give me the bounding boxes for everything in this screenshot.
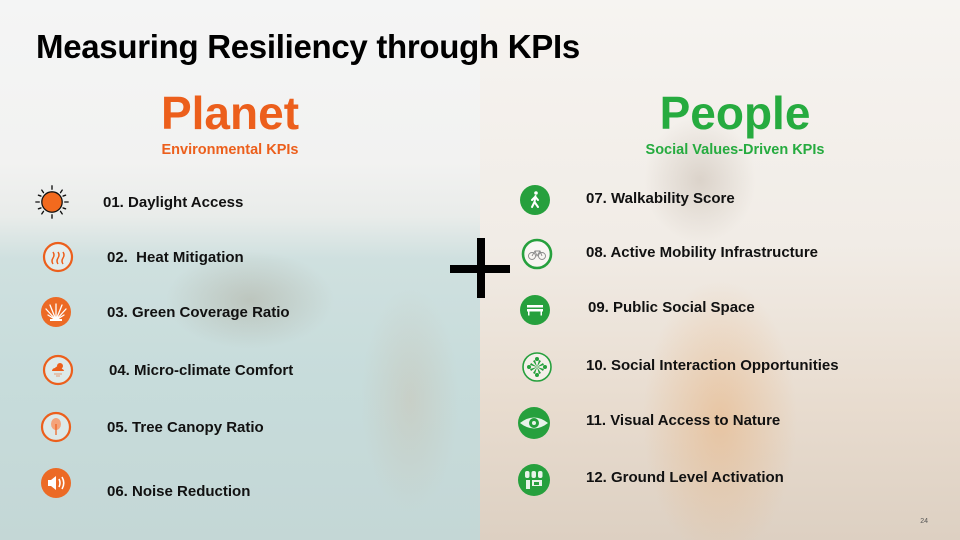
background-image-woman: [480, 0, 960, 540]
speaker-icon: [39, 466, 73, 500]
bicycle-icon: [520, 237, 554, 271]
kpi-label: 02. Heat Mitigation: [107, 248, 244, 266]
kpi-item-public-social-space: 09. Public Social Space: [518, 293, 755, 327]
kpi-item-social-interaction: 10. Social Interaction Opportunities: [520, 350, 839, 384]
kpi-item-tree-canopy: 05. Tree Canopy Ratio: [39, 410, 264, 444]
pedestrian-icon: [518, 183, 552, 217]
kpi-item-green-coverage: 03. Green Coverage Ratio: [39, 295, 290, 329]
planet-heading-block: Planet Environmental KPIs: [130, 88, 330, 158]
bench-icon: [518, 293, 552, 327]
heat-waves-icon: [41, 240, 75, 274]
kpi-item-ground-level: 12. Ground Level Activation: [517, 463, 784, 497]
people-heading: People: [659, 87, 811, 139]
kpi-label: 03. Green Coverage Ratio: [107, 303, 290, 321]
kpi-item-daylight-access: 01. Daylight Access: [35, 185, 243, 219]
kpi-label: 08. Active Mobility Infrastructure: [586, 243, 819, 261]
kpi-label: 05. Tree Canopy Ratio: [107, 418, 264, 436]
eye-icon: [517, 406, 551, 440]
page-number: 24: [920, 518, 928, 525]
kpi-item-micro-climate: 04. Micro-climate Comfort: [41, 353, 293, 387]
people-subheading: Social Values-Driven KPIs: [645, 142, 825, 158]
kpi-label: 04. Micro-climate Comfort: [109, 361, 294, 379]
slide-title: Measuring Resiliency through KPIs: [36, 28, 580, 65]
kpi-label: 10. Social Interaction Opportunities: [586, 356, 839, 374]
background-image-sea-lions: [0, 0, 480, 540]
plant-icon: [39, 295, 73, 329]
tree-icon: [39, 410, 73, 444]
kpi-label: 06. Noise Reduction: [107, 483, 251, 500]
kpi-label: 01. Daylight Access: [103, 193, 244, 211]
kpi-item-active-mobility: 08. Active Mobility Infrastructure: [520, 237, 818, 271]
planet-heading: Planet: [160, 87, 300, 139]
storefront-icon: [517, 463, 551, 497]
community-icon: [520, 350, 554, 384]
kpi-item-visual-access: 11. Visual Access to Nature: [517, 406, 780, 440]
kpi-item-walkability: 07. Walkability Score: [518, 183, 735, 217]
people-heading-block: People Social Values-Driven KPIs: [620, 88, 850, 158]
kpi-item-heat-mitigation: 02. Heat Mitigation: [41, 240, 244, 274]
kpi-label: 09. Public Social Space: [588, 298, 755, 316]
planet-subheading: Environmental KPIs: [161, 142, 299, 158]
weather-cloud-icon: [41, 353, 75, 387]
kpi-label: 11. Visual Access to Nature: [586, 411, 781, 429]
kpi-label: 07. Walkability Score: [586, 189, 735, 207]
kpi-label: 12. Ground Level Activation: [586, 468, 784, 486]
kpi-item-noise-reduction: 06. Noise Reduction: [39, 465, 250, 500]
plus-icon: [450, 238, 510, 298]
sun-icon: [35, 185, 69, 219]
